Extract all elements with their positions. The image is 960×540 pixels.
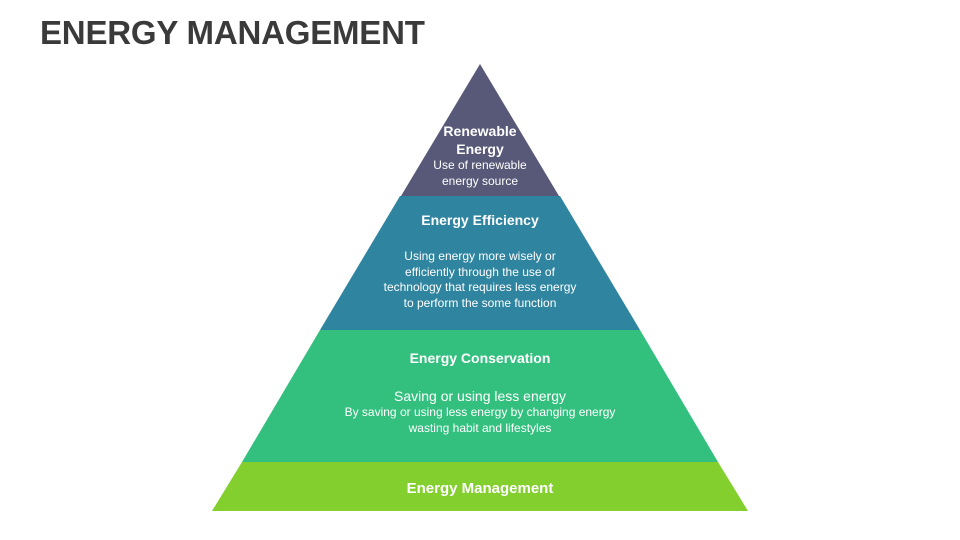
- tier-renewable-energy-heading-1: Renewable: [443, 123, 517, 139]
- tier-energy-management-heading: Energy Management: [406, 480, 554, 497]
- tier-energy-efficiency-desc: Using energy more wisely or efficiently …: [330, 249, 630, 311]
- tier-energy-efficiency-desc-3: technology that requires less energy: [383, 280, 577, 295]
- tier-renewable-energy-shape: [401, 64, 559, 196]
- slide-title: ENERGY MANAGEMENT: [40, 14, 425, 51]
- tier-energy-efficiency-desc-2: efficiently through the use of: [405, 264, 555, 279]
- tier-renewable-energy-desc-1: Use of renewable: [433, 158, 527, 173]
- tier-renewable-energy-heading-2: Energy: [456, 141, 504, 158]
- tier-energy-conservation-desc: Saving or using less energy By saving or…: [300, 387, 660, 436]
- tier-renewable-energy-desc-2: energy source: [441, 173, 519, 188]
- tier-energy-conservation-desc-1: By saving or using less energy by changi…: [344, 405, 616, 420]
- tier-energy-efficiency-desc-4: to perform the some function: [403, 295, 557, 310]
- tier-energy-conservation-shape: [242, 330, 718, 462]
- tier-energy-conservation-heading: Energy Conservation: [409, 350, 551, 366]
- tier-energy-efficiency-heading: Energy Efficiency: [421, 212, 539, 228]
- tier-renewable-energy-label: Renewable Energy Use of renewable energy…: [400, 122, 560, 190]
- tier-energy-management-shape: [212, 462, 748, 511]
- tier-energy-conservation-subheading: Saving or using less energy: [394, 388, 566, 404]
- tier-energy-efficiency-shape: [320, 196, 640, 330]
- tier-energy-efficiency-desc-1: Using energy more wisely or: [404, 249, 556, 263]
- tier-energy-conservation-desc-2: wasting habit and lifestyles: [408, 420, 552, 435]
